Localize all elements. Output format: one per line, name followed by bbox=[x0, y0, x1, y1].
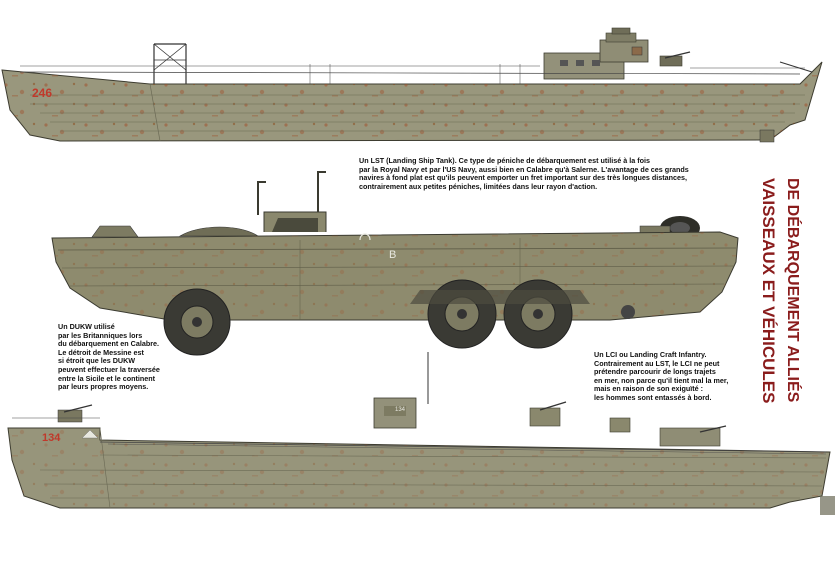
caption-lst-line-2: par la Royal Navy et par l'US Navy, auss… bbox=[359, 164, 689, 174]
caption-dukw-line-8: par leurs propres moyens. bbox=[58, 382, 149, 392]
caption-lst-line-4: contrairement aux petites péniches, limi… bbox=[359, 181, 598, 191]
caption-dukw-line-6: peuvent effectuer la traversée bbox=[58, 364, 160, 374]
caption-lst-line-1: Un LST (Landing Ship Tank). Ce type de p… bbox=[359, 156, 651, 165]
caption-dukw-line-3: du débarquement en Calabre. bbox=[58, 339, 160, 349]
lst-number: 246 bbox=[32, 86, 52, 100]
dukw-wheels bbox=[163, 279, 635, 356]
caption-dukw: Un DUKW utilisé par les Britanniques lor… bbox=[58, 322, 178, 392]
caption-lst: Un LST (Landing Ship Tank). Ce type de p… bbox=[359, 156, 699, 191]
title-line-1: VAISSEAUX ET VÉHICULES bbox=[759, 178, 778, 404]
title-line-2: DE DÉBARQUEMENT ALLIÉS bbox=[784, 178, 801, 403]
caption-lst-line-3: navires à fond plat est qu'ils peuvent e… bbox=[359, 173, 688, 183]
vertical-title: VAISSEAUX ET VÉHICULES DE DÉBARQUEMENT A… bbox=[746, 178, 804, 408]
caption-lci-line-4: en mer, non parce qu'il tient mal la mer… bbox=[594, 375, 729, 385]
dukw-letter: B bbox=[389, 249, 396, 261]
dukw-frames bbox=[257, 171, 327, 232]
lci-number: 134 bbox=[42, 432, 61, 444]
lci-superstructure bbox=[57, 352, 727, 447]
caption-dukw-line-4: Le détroit de Messine est bbox=[58, 347, 144, 357]
caption-dukw-line-7: entre la Sicile et le continent bbox=[58, 373, 156, 383]
lci-tower-number: 134 bbox=[395, 407, 406, 413]
caption-dukw-line-1: Un DUKW utilisé bbox=[58, 322, 115, 331]
lci-hull bbox=[7, 417, 835, 515]
caption-lci: Un LCI ou Landing Craft Infantry. Contra… bbox=[594, 350, 774, 403]
caption-dukw-line-2: par les Britanniques lors bbox=[58, 330, 143, 340]
lst-superstructure bbox=[543, 27, 691, 80]
caption-lci-line-6: les hommes sont entassés à bord. bbox=[594, 392, 712, 402]
caption-dukw-line-5: si étroit que les DUKW bbox=[58, 356, 136, 366]
caption-lci-line-1: Un LCI ou Landing Craft Infantry. bbox=[594, 350, 707, 359]
caption-lci-line-5: mais en raison de son exiguïté : bbox=[594, 384, 704, 394]
lst-crane bbox=[153, 43, 187, 84]
caption-lci-line-3: prétendre parcourir de longs trajets bbox=[594, 367, 716, 377]
caption-lci-line-2: Contrairement au LST, le LCI ne peut bbox=[594, 358, 720, 368]
lst-hull bbox=[1, 61, 823, 143]
